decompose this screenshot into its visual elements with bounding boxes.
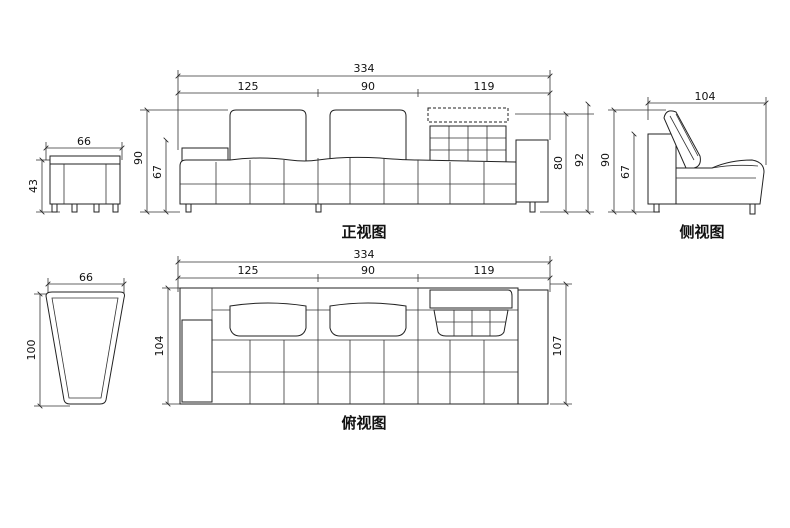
front-height-left: 90 — [132, 151, 145, 165]
top-view: 334 125 90 119 104 107 — [153, 248, 572, 432]
front-view-caption: 正视图 — [341, 223, 386, 241]
top-depth-right: 107 — [551, 336, 564, 357]
ottoman-top-view: 66 100 — [25, 271, 125, 406]
front-right-arm — [515, 139, 549, 203]
top-recliner-back — [433, 309, 509, 337]
front-sofa — [179, 107, 549, 213]
front-view: 334 125 90 119 90 67 80 92 — [132, 62, 594, 241]
top-recliner-head — [429, 289, 513, 309]
front-seg-right: 119 — [474, 80, 495, 93]
side-height: 90 — [599, 153, 612, 167]
top-seg-left: 125 — [238, 264, 259, 277]
ottoman-height: 43 — [27, 179, 40, 193]
ottoman-top-inner — [51, 297, 119, 399]
top-back-cushion-2 — [329, 302, 407, 337]
front-dimensions-right: 80 92 — [515, 104, 594, 212]
front-dimensions-left: 90 67 — [132, 110, 228, 212]
side-seat: 67 — [619, 165, 632, 179]
front-seat-left: 67 — [151, 165, 164, 179]
ottoman-top-outer — [45, 291, 125, 405]
top-back-cushion-1 — [229, 302, 307, 337]
ottoman-top — [49, 155, 121, 165]
top-seg-right: 119 — [474, 264, 495, 277]
front-back-cushion-1 — [229, 109, 307, 163]
front-height-right: 92 — [573, 153, 586, 167]
ottoman-front-view: 66 43 — [27, 135, 122, 212]
side-arm — [647, 133, 677, 205]
side-depth: 104 — [695, 90, 716, 103]
front-seat-right: 80 — [552, 156, 565, 170]
side-seat-body — [675, 159, 765, 205]
front-headrest-raised — [427, 107, 509, 123]
top-total-width: 334 — [354, 248, 375, 261]
side-view: 104 90 67 侧视图 — [599, 90, 766, 241]
top-view-caption: 俯视图 — [341, 414, 386, 432]
top-depth-left: 104 — [153, 336, 166, 357]
ottoman-top-width: 66 — [79, 271, 93, 284]
ottoman-width: 66 — [77, 135, 91, 148]
top-seg-mid: 90 — [361, 264, 375, 277]
top-left-arm — [181, 319, 213, 403]
front-total-width: 334 — [354, 62, 375, 75]
side-view-caption: 侧视图 — [679, 223, 724, 241]
front-seg-mid: 90 — [361, 80, 375, 93]
front-seat-base — [179, 156, 517, 205]
front-back-cushion-2 — [329, 109, 407, 163]
ottoman-body — [49, 163, 121, 205]
top-right-arm — [517, 289, 549, 405]
front-seg-left: 125 — [238, 80, 259, 93]
side-back — [663, 110, 701, 169]
ottoman-top-depth: 100 — [25, 340, 38, 361]
